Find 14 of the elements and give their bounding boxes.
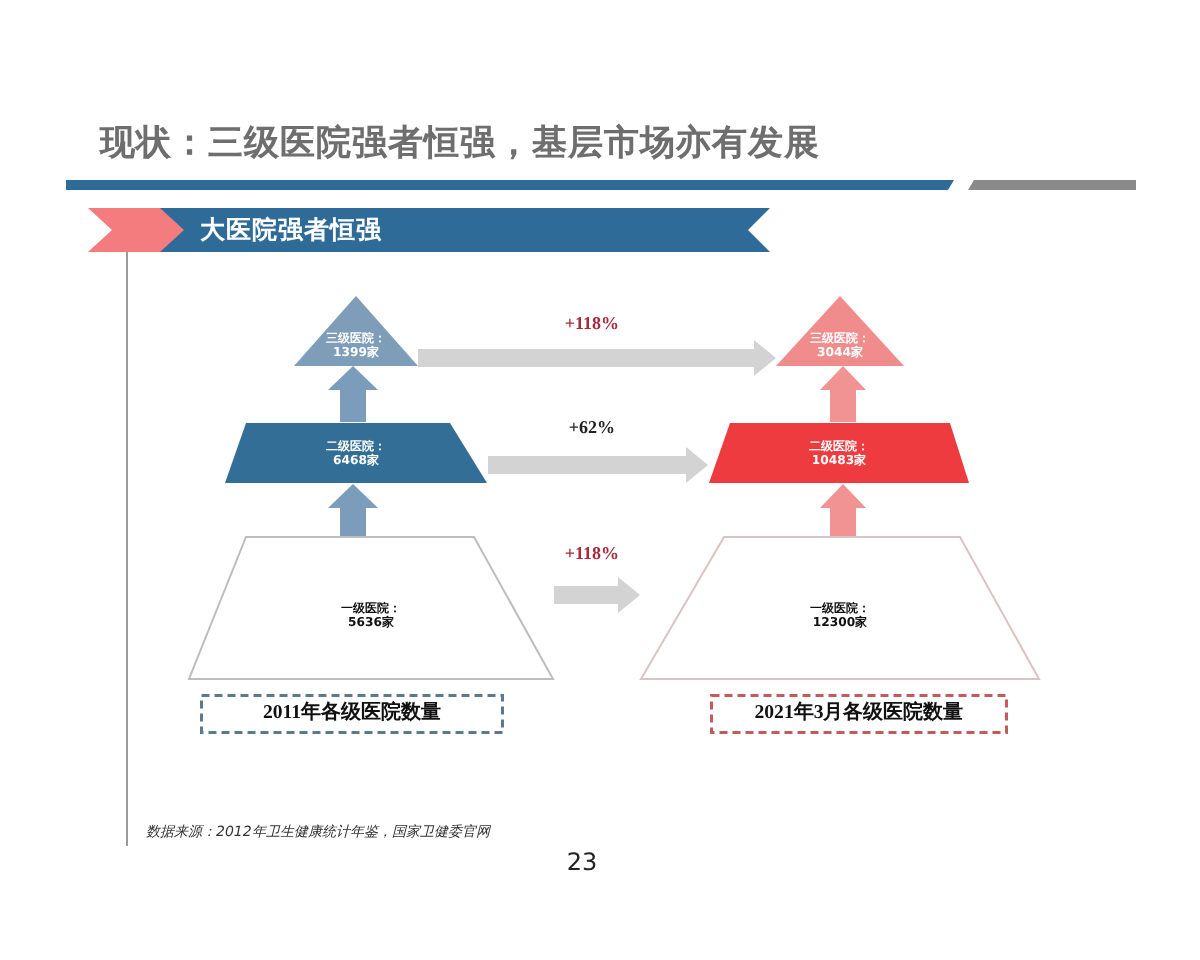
block-arrow (328, 366, 378, 422)
block-arrow (820, 366, 866, 422)
block-arrow (418, 340, 776, 376)
edge-label: +118% (560, 543, 624, 565)
block-arrow (488, 447, 708, 483)
block-arrow (328, 484, 378, 536)
block-arrow (820, 484, 866, 536)
edge-label: +118% (560, 313, 624, 335)
page-number: 23 (566, 848, 598, 876)
slide-title: 现状：三级医院强者恒强，基层市场亦有发展 (100, 121, 820, 168)
caption-box: 2021年3月各级医院数量 (710, 694, 1008, 734)
caption-box: 2011年各级医院数量 (200, 694, 504, 734)
edge-label: +62% (564, 417, 620, 439)
block-arrow (554, 577, 640, 613)
